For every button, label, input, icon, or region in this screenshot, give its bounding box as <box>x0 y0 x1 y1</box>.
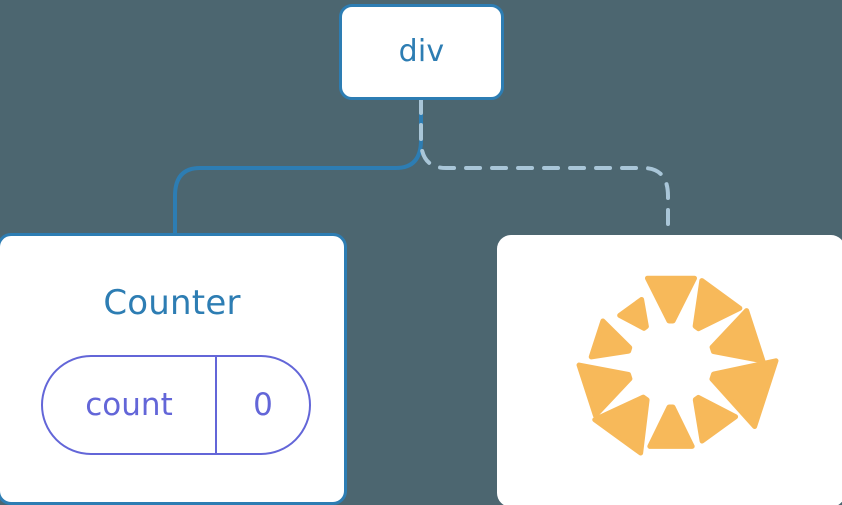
burst-ray-8 <box>709 358 779 430</box>
node-counter-label: Counter <box>103 283 241 323</box>
burst-ray-5 <box>592 394 650 456</box>
state-pill-value: 0 <box>253 387 273 423</box>
edge-root-to-counter <box>173 97 423 235</box>
loading-burst-icon <box>576 275 779 456</box>
node-div[interactable]: div <box>339 4 504 100</box>
state-pill-count[interactable]: count 0 <box>41 355 311 455</box>
edge-root-to-loading <box>419 97 670 237</box>
burst-ray-1 <box>644 275 698 324</box>
node-div-label: div <box>398 34 445 69</box>
state-pill-key: count <box>43 357 217 453</box>
burst-ray-7 <box>692 394 739 444</box>
burst-ray-4 <box>576 362 633 418</box>
burst-ray-3 <box>588 318 633 360</box>
burst-ray-2 <box>617 296 649 331</box>
node-loading[interactable] <box>497 235 842 505</box>
burst-ray-10 <box>692 278 743 332</box>
burst-ray-9 <box>709 308 766 364</box>
burst-ray-6 <box>647 404 695 449</box>
